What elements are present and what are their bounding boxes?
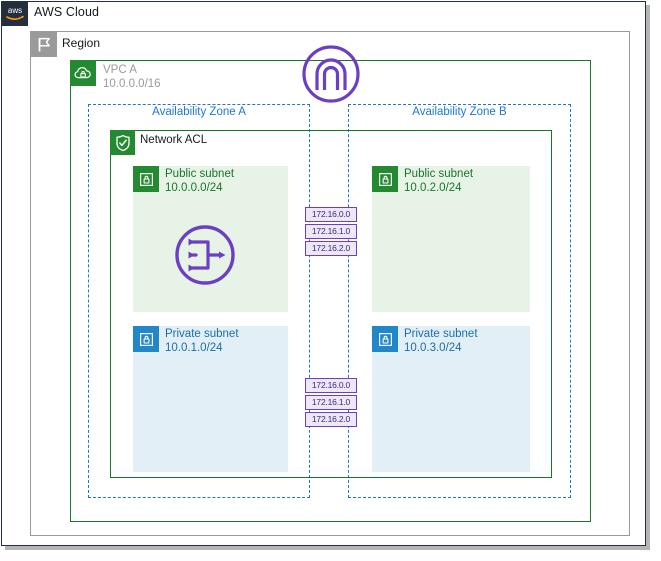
network-acl-shield-lock-icon [110,130,135,155]
vpc-title: VPC A 10.0.0.0/16 [103,64,161,91]
subnet-public-b: Public subnet 10.0.2.0/24 [372,166,530,312]
network-acl-boundary [110,130,552,478]
region-flag-icon [31,32,57,57]
subnet-private-b-label: Private subnet 10.0.3.0/24 [404,328,478,355]
subnet-name: Public subnet [165,168,235,180]
subnet-name: Private subnet [404,328,478,340]
cidr-chip: 172.16.0.0 [305,378,357,393]
subnet-cidr: 10.0.3.0/24 [404,341,462,354]
router-icon [172,222,238,288]
vpc-cidr: 10.0.0.0/16 [103,77,161,90]
subnet-cidr: 10.0.0.0/24 [165,181,223,194]
availability-zone-a-label: Availability Zone A [152,106,246,118]
subnet-lock-icon [133,166,159,192]
region-title: Region [62,36,101,50]
subnet-private-a-label: Private subnet 10.0.1.0/24 [165,328,239,355]
cidr-chip: 172.16.1.0 [305,395,357,410]
subnet-name: Private subnet [165,328,239,340]
cidr-label-stack-bottom: 172.16.0.0 172.16.1.0 172.16.2.0 [305,378,357,429]
subnet-lock-icon [372,326,398,352]
vpc-name: VPC A [103,64,137,76]
aws-logo-icon: aws [1,1,28,26]
subnet-public-b-label: Public subnet 10.0.2.0/24 [404,168,473,195]
subnet-public-a: Public subnet 10.0.0.0/24 [133,166,288,312]
cidr-chip: 172.16.2.0 [305,241,357,256]
subnet-lock-icon [133,326,159,352]
cidr-chip: 172.16.2.0 [305,412,357,427]
subnet-name: Public subnet [404,168,474,180]
subnet-private-a: Private subnet 10.0.1.0/24 [133,326,288,472]
svg-text:aws: aws [7,6,21,15]
availability-zone-a-boundary [88,104,310,498]
vpn-gateway-icon [300,43,362,105]
availability-zone-b-boundary [348,104,571,498]
vpc-cloud-lock-icon [70,60,96,86]
network-acl-title: Network ACL [140,134,208,146]
subnet-lock-icon [372,166,398,192]
cidr-chip: 172.16.0.0 [305,207,357,222]
subnet-public-a-label: Public subnet 10.0.0.0/24 [165,168,234,195]
cidr-chip: 172.16.1.0 [305,224,357,239]
availability-zone-b-label: Availability Zone B [412,106,507,118]
cidr-label-stack-top: 172.16.0.0 172.16.1.0 172.16.2.0 [305,207,357,258]
subnet-cidr: 10.0.1.0/24 [165,341,223,354]
aws-cloud-title: AWS Cloud [34,5,100,19]
subnet-cidr: 10.0.2.0/24 [404,181,462,194]
subnet-private-b: Private subnet 10.0.3.0/24 [372,326,530,472]
